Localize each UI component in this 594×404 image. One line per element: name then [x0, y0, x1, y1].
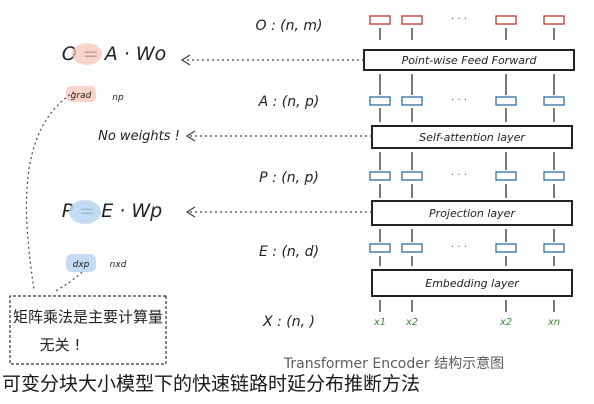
svg-text:· · ·: · · · [451, 170, 467, 181]
svg-text:O : (n, m): O : (n, m) [256, 18, 323, 34]
layer-label-attention: Self-attention layer [419, 131, 526, 144]
svg-text:x1: x1 [373, 317, 386, 328]
arrowheads [180, 54, 196, 218]
token-row-p [369, 171, 565, 181]
layer-label-embedding: Embedding layer [425, 277, 520, 290]
ops-top: np grad [66, 86, 124, 103]
ops-mid: nxd dxp [66, 254, 127, 272]
column-ellipses: · · · · · · · · · · · · [451, 14, 467, 253]
caption-bar: 可变分块大小模型下的快速链路时延分布推断方法 [0, 369, 594, 400]
layer-box-projection [371, 200, 573, 226]
svg-text:grad: grad [71, 91, 92, 101]
svg-text:X : (n, ): X : (n, ) [262, 314, 315, 330]
arrows-below-a [379, 108, 555, 122]
bottom-partial-title: Transformer Encoder 结构示意图 [283, 355, 504, 372]
svg-text:· · ·: · · · [451, 14, 467, 25]
no-weights-note: No weights ! [98, 129, 180, 144]
arrows-below-e [379, 256, 555, 266]
arrows-top [379, 28, 555, 40]
caption-text: 可变分块大小模型下的快速链路时延分布推断方法 [2, 373, 421, 395]
token-row-a [369, 96, 565, 106]
wo-highlight [72, 43, 102, 65]
arrows-below-ffn [379, 74, 555, 95]
svg-text:xn: xn [547, 317, 560, 328]
arrows-below-p [379, 184, 555, 198]
arrows-below-attention [379, 152, 555, 170]
boxed-note [9, 295, 167, 365]
shape-labels: O : (n, m) A : (n, p) P : (n, p) E : (n,… [256, 18, 323, 330]
arrows-below-embedding [379, 300, 555, 312]
layer-box-embedding [371, 269, 573, 297]
svg-text:E : (n, d): E : (n, d) [259, 244, 319, 260]
svg-text:P : (n, p): P : (n, p) [259, 170, 319, 186]
layer-box-attention [371, 125, 573, 149]
wp-highlight [69, 200, 101, 224]
svg-text:np: np [112, 93, 124, 103]
svg-text:x2: x2 [499, 317, 512, 328]
svg-text:· · ·: · · · [451, 242, 467, 253]
layer-label-ffn: Point-wise Feed Forward [402, 54, 538, 67]
svg-text:· · ·: · · · [451, 95, 467, 106]
token-row-top [369, 15, 565, 25]
curve-arrow-top [25, 91, 75, 291]
svg-text:dxp: dxp [73, 260, 90, 270]
boxed-note-line2: 无关 ! [40, 336, 81, 354]
input-tokens: xn x2 x2 x1 [373, 317, 560, 328]
curve-arrow-mid [53, 271, 83, 293]
boxed-note-line1: 矩阵乘法是主要计算量 [13, 308, 163, 326]
svg-text:A : (n, p): A : (n, p) [258, 94, 320, 110]
svg-text:nxd: nxd [110, 260, 127, 270]
dotted-arrows [184, 59, 372, 213]
svg-text:x2: x2 [405, 317, 418, 328]
token-row-e [369, 243, 565, 253]
arrows-below-projection [379, 229, 555, 242]
layer-label-projection: Projection layer [429, 207, 516, 220]
